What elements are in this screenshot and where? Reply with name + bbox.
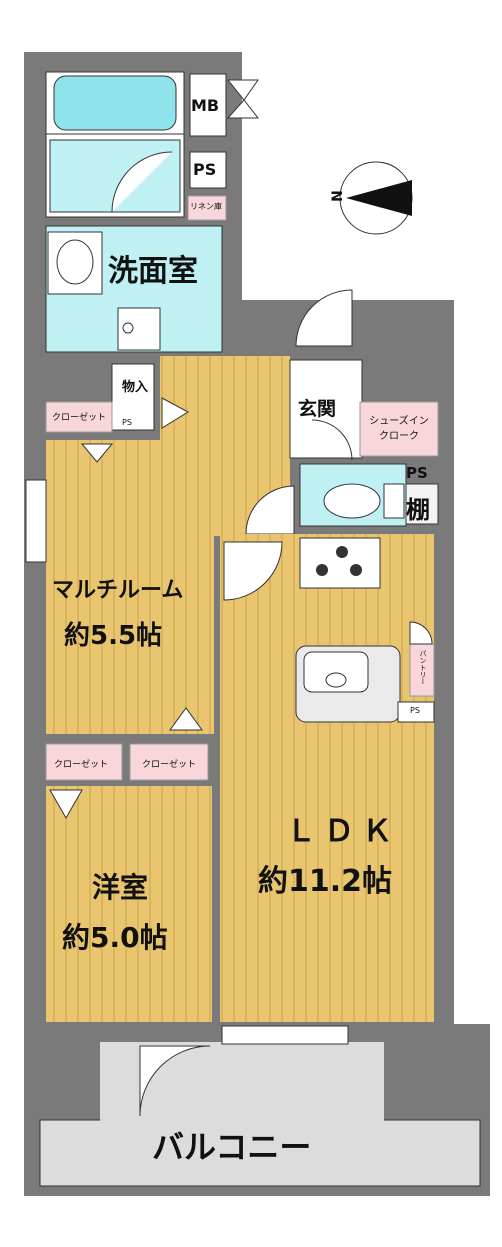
entrance-label: 玄関 bbox=[298, 398, 337, 420]
balcony-label: バルコニー bbox=[152, 1128, 312, 1166]
ps-small-label: PS bbox=[122, 418, 132, 427]
mb-label: MB bbox=[191, 96, 220, 115]
mb-door-swing bbox=[226, 79, 260, 119]
linen-box bbox=[187, 195, 227, 221]
mb-box bbox=[189, 73, 227, 137]
western-room bbox=[46, 786, 212, 1022]
ps-toilet-label: PS bbox=[406, 464, 428, 482]
western-room-size: 約5.0帖 bbox=[62, 921, 168, 954]
ldk bbox=[220, 534, 434, 1022]
compass-needle bbox=[346, 180, 412, 216]
shelf-label: 棚 bbox=[406, 496, 430, 524]
compass-north: N bbox=[329, 190, 346, 202]
ldk-size: 約11.2帖 bbox=[258, 864, 393, 899]
storage-door bbox=[161, 397, 190, 429]
multi-closet-door bbox=[80, 443, 114, 463]
multi-door-bottom bbox=[169, 707, 203, 731]
bathtub bbox=[53, 75, 177, 131]
pantry bbox=[409, 643, 435, 697]
ps-upper-label: PS bbox=[193, 160, 217, 179]
closet-multi-label: クローゼット bbox=[52, 413, 107, 423]
shoe-closet bbox=[359, 401, 439, 457]
sink-drain bbox=[325, 672, 347, 688]
storage bbox=[111, 363, 155, 431]
toilet-bowl bbox=[323, 483, 381, 519]
storage-label: 物入 bbox=[122, 380, 149, 395]
western-room-name: 洋室 bbox=[92, 871, 149, 904]
entrance bbox=[289, 359, 363, 459]
western-closet-2 bbox=[129, 743, 209, 781]
closet-western-1-label: クローゼット bbox=[54, 760, 109, 770]
multi-closet bbox=[45, 401, 113, 433]
bath-floor bbox=[49, 139, 181, 213]
multi-room-name: マルチルーム bbox=[52, 578, 184, 603]
washer-drain bbox=[122, 322, 134, 334]
hall-door bbox=[245, 485, 295, 535]
shoe-closet-label: シューズイン クローク bbox=[369, 416, 429, 442]
burner-3 bbox=[350, 564, 362, 576]
basin-bowl bbox=[56, 239, 94, 285]
ldk-name: ＬＤＫ bbox=[286, 814, 400, 849]
bath-door-swing bbox=[111, 151, 173, 213]
entrance-door-2 bbox=[311, 419, 353, 461]
closet-western-2-label: クローゼット bbox=[142, 760, 197, 770]
ldk-door bbox=[223, 541, 283, 601]
multi-room bbox=[46, 440, 214, 734]
linen-label: リネン庫 bbox=[190, 202, 222, 211]
shelf bbox=[405, 483, 439, 525]
balcony-door bbox=[139, 1045, 211, 1117]
western-closet-door bbox=[49, 789, 83, 820]
burner-1 bbox=[336, 546, 348, 558]
sink bbox=[303, 651, 369, 693]
toilet-tank bbox=[383, 483, 405, 519]
stove bbox=[299, 537, 381, 589]
ps-box-upper bbox=[189, 151, 227, 189]
pantry-door bbox=[409, 621, 433, 645]
balcony-window bbox=[221, 1025, 349, 1045]
ps-kitchen-label: PS bbox=[410, 706, 420, 715]
entrance-door bbox=[295, 289, 353, 347]
washroom-label: 洗面室 bbox=[108, 254, 198, 289]
pantry-label: パントリー bbox=[419, 650, 427, 685]
burner-2 bbox=[316, 564, 328, 576]
western-closet-1 bbox=[45, 743, 123, 781]
multi-window bbox=[25, 479, 47, 563]
kitchen-ps bbox=[397, 701, 435, 723]
multi-room-size: 約5.5帖 bbox=[64, 621, 163, 651]
